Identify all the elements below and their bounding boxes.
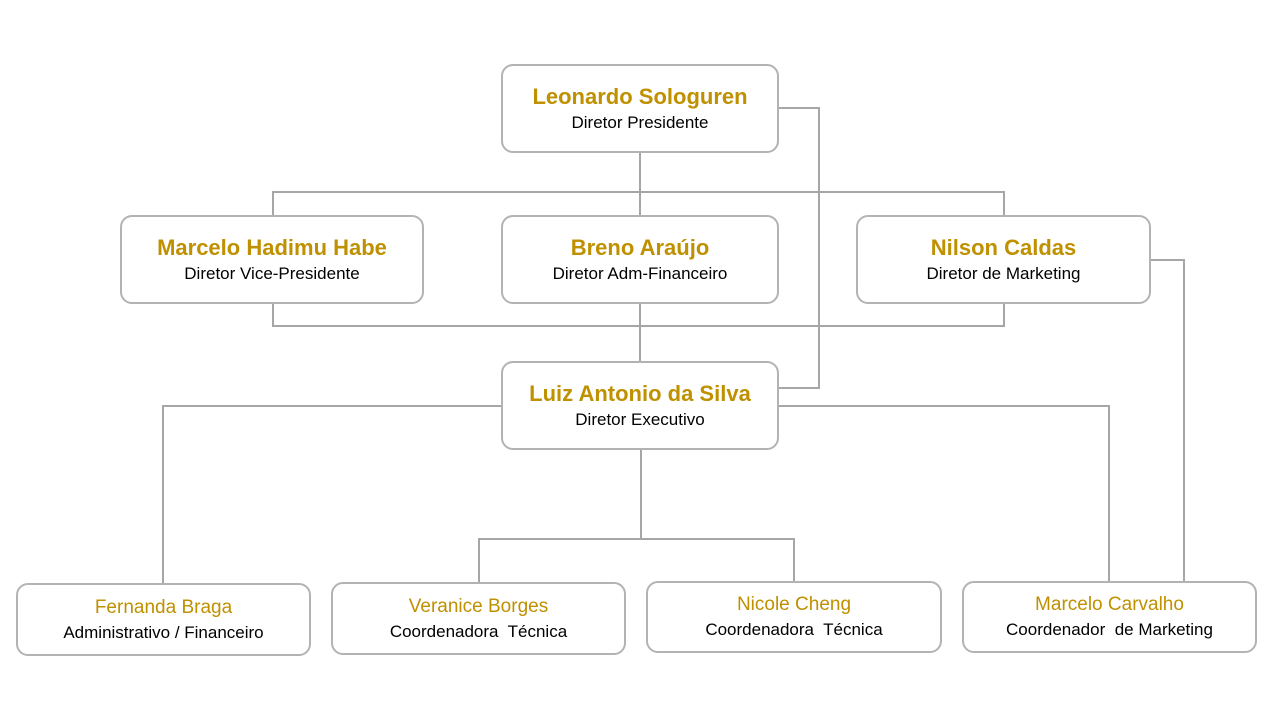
node-marketing-director: Nilson Caldas Diretor de Marketing	[856, 215, 1151, 304]
node-name: Nilson Caldas	[930, 234, 1077, 260]
node-role: Diretor Vice-Presidente	[184, 263, 360, 283]
node-name: Nicole Cheng	[736, 594, 852, 615]
node-role: Diretor Adm-Financeiro	[552, 263, 728, 283]
node-adm-financeiro: Breno Araújo Diretor Adm-Financeiro	[501, 215, 779, 304]
node-role: Coordenadora Técnica	[705, 620, 883, 639]
node-president: Leonardo Sologuren Diretor Presidente	[501, 64, 779, 153]
connector-president-to-executive	[778, 107, 820, 389]
node-name: Marcelo Carvalho	[1035, 594, 1184, 615]
connector-director-bus-bottom	[272, 303, 1005, 327]
connector-executive-to-administrativo	[162, 405, 502, 584]
node-role: Coordenadora Técnica	[389, 621, 568, 641]
node-role: Diretor de Marketing	[926, 263, 1081, 283]
node-administrativo: Fernanda Braga Administrativo / Financei…	[16, 583, 311, 656]
connector-marketing-to-coord-marketing	[1149, 259, 1185, 582]
node-name: Luiz Antonio da Silva	[529, 380, 751, 406]
node-name: Breno Araújo	[570, 234, 710, 260]
node-coord-tecnica-1: Veranice Borges Coordenadora Técnica	[331, 582, 626, 655]
node-role: Diretor Presidente	[571, 112, 709, 132]
node-role: Diretor Executivo	[575, 409, 705, 429]
node-name: Marcelo Hadimu Habe	[157, 234, 387, 260]
node-name: Leonardo Sologuren	[532, 83, 748, 109]
node-vice-president: Marcelo Hadimu Habe Diretor Vice-Preside…	[120, 215, 424, 304]
connector-director-bus-top	[272, 191, 1005, 215]
node-name: Veranice Borges	[408, 595, 549, 617]
node-name: Fernanda Braga	[94, 596, 233, 618]
node-coord-marketing: Marcelo Carvalho Coordenador de Marketin…	[962, 581, 1257, 653]
connector-coordinators-bus	[478, 538, 795, 582]
node-coord-tecnica-2: Nicole Cheng Coordenadora Técnica	[646, 581, 942, 653]
node-executive: Luiz Antonio da Silva Diretor Executivo	[501, 361, 779, 450]
connector-executive-to-coord-marketing	[778, 405, 1110, 582]
node-role: Coordenador de Marketing	[1006, 620, 1213, 639]
node-role: Administrativo / Financeiro	[63, 622, 264, 642]
